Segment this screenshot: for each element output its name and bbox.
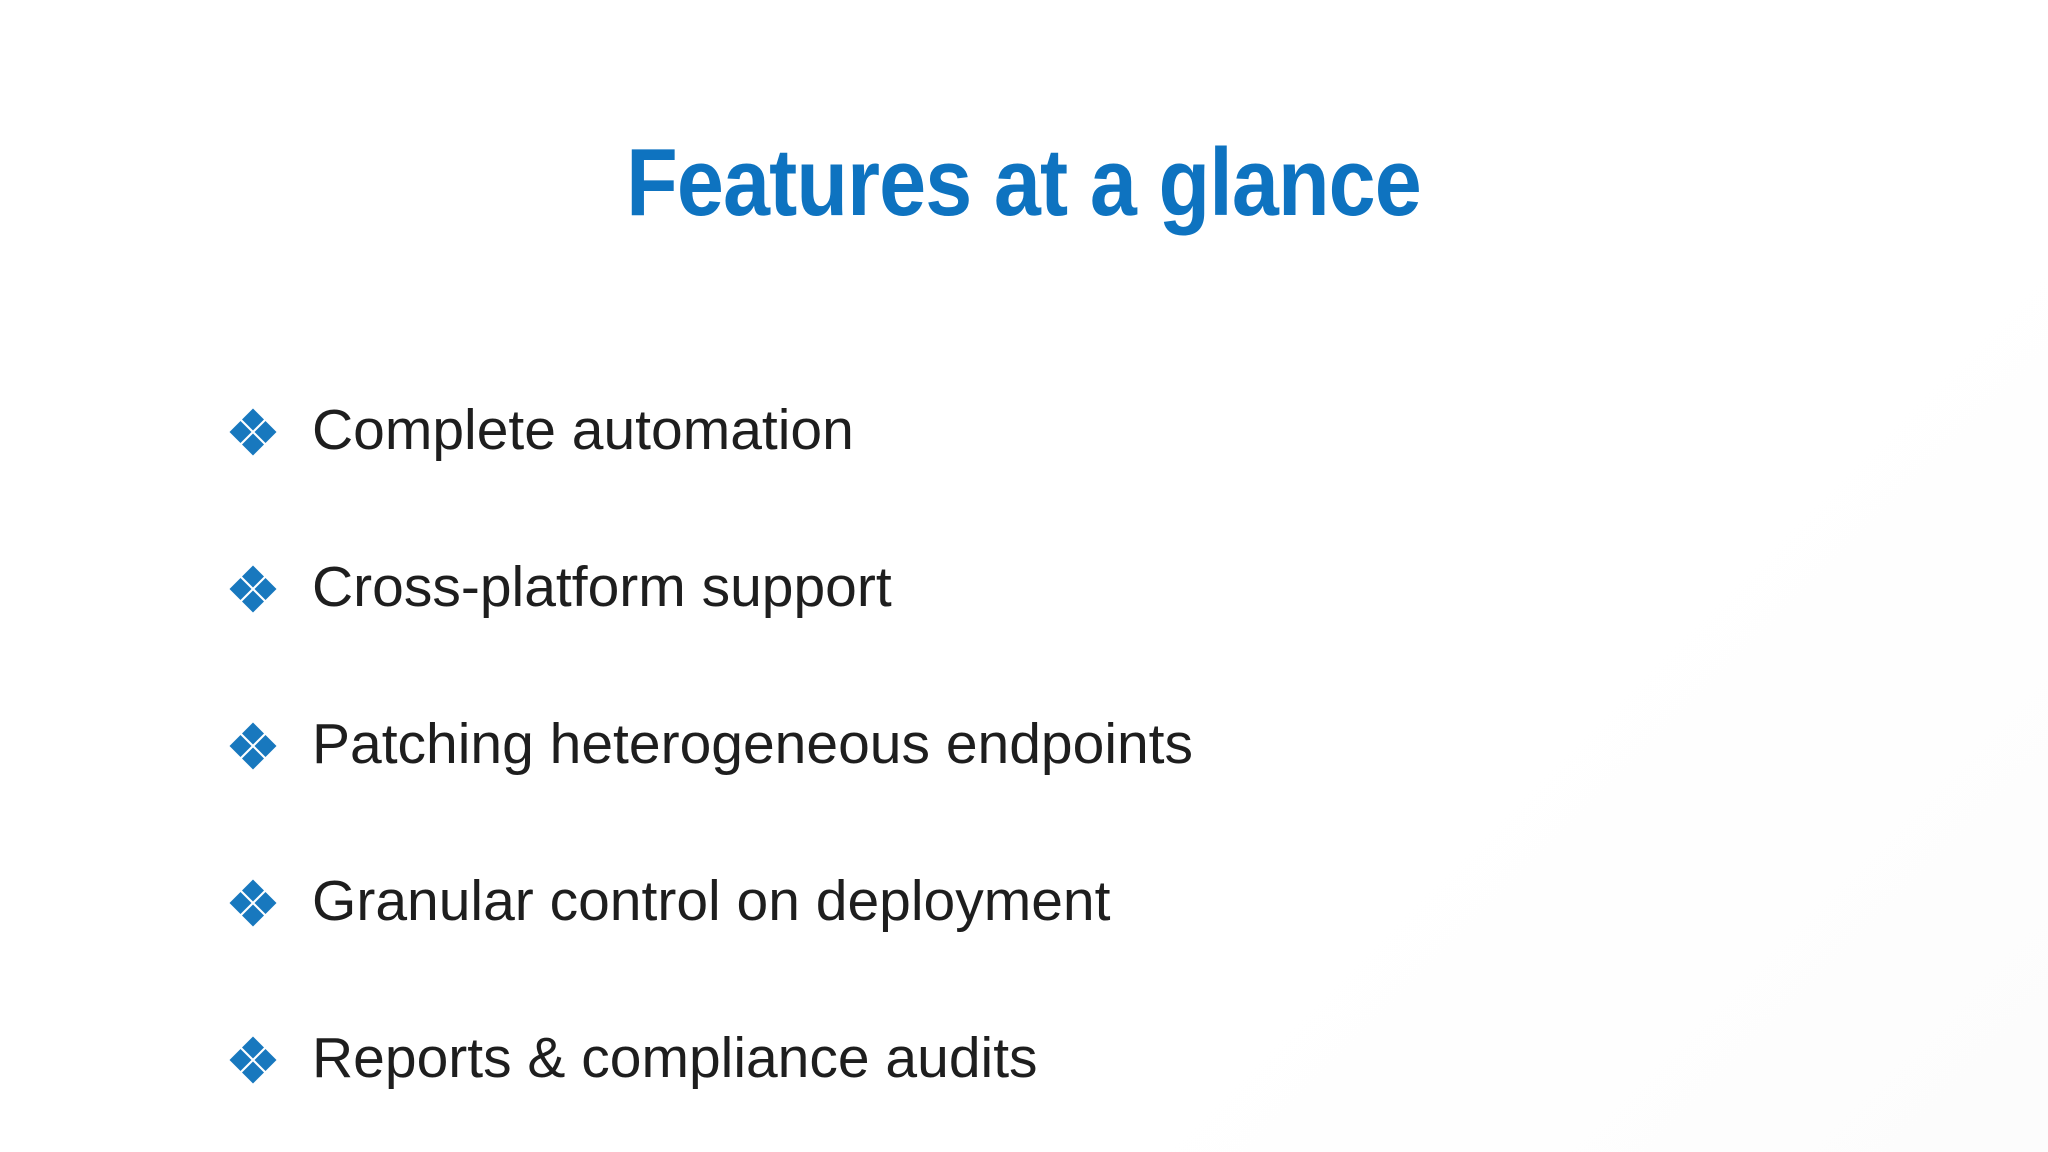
feature-label: Patching heterogeneous endpoints — [312, 711, 1194, 776]
list-item: Cross-platform support — [228, 554, 1193, 619]
list-item: Complete automation — [228, 397, 1193, 462]
four-diamonds-icon — [228, 1035, 278, 1085]
four-diamonds-icon — [228, 721, 278, 771]
four-diamonds-icon — [228, 407, 278, 457]
title-container: Features at a glance — [0, 128, 2048, 238]
feature-label: Reports & compliance audits — [312, 1025, 1038, 1090]
slide-title: Features at a glance — [626, 129, 1423, 236]
four-diamonds-icon — [228, 564, 278, 614]
list-item: Reports & compliance audits — [228, 1025, 1193, 1090]
feature-label: Cross-platform support — [312, 554, 892, 619]
feature-label: Granular control on deployment — [312, 868, 1111, 933]
list-item: Granular control on deployment — [228, 868, 1193, 933]
list-item: Patching heterogeneous endpoints — [228, 711, 1194, 776]
feature-label: Complete automation — [312, 397, 854, 462]
four-diamonds-icon — [228, 878, 278, 928]
feature-list: Complete automation Cross-platform suppo… — [228, 397, 1194, 1090]
